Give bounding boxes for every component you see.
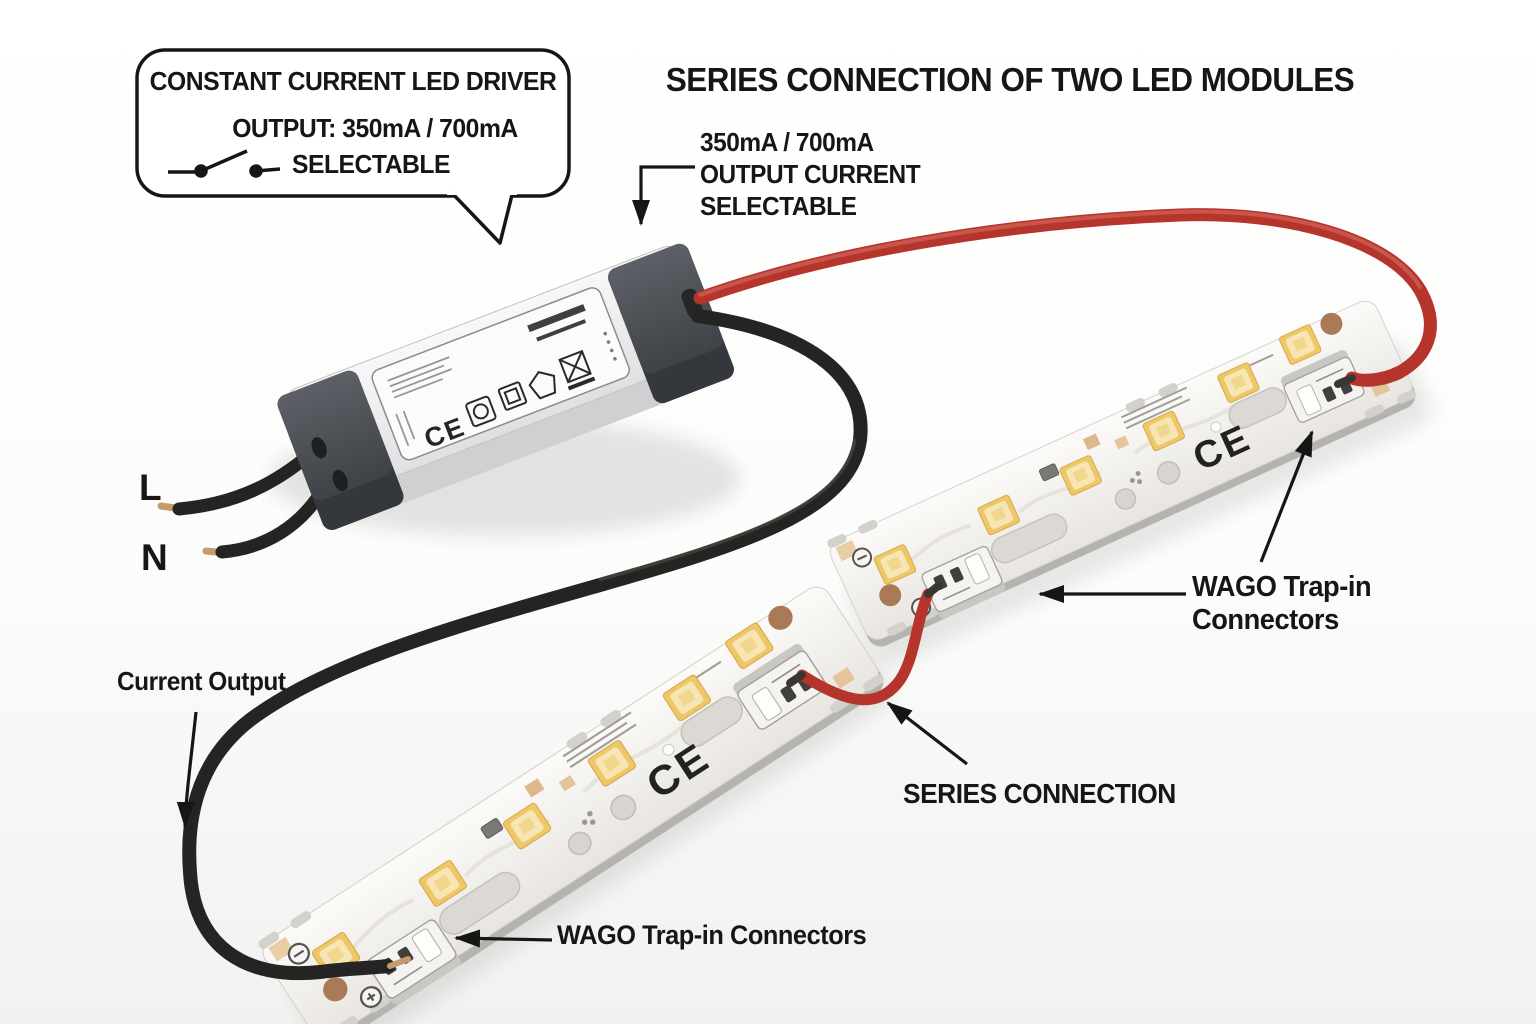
output-current-line3: SELECTABLE (700, 191, 857, 221)
wago-right-line1: WAGO Trap-in (1192, 571, 1372, 603)
label-series-connection: SERIES CONNECTION (903, 778, 1176, 809)
callout-heading: CONSTANT CURRENT LED DRIVER (149, 66, 557, 96)
arrow-output-current (632, 165, 695, 226)
output-current-annotation: 350mA / 700mA OUTPUT CURRENT SELECTABLE (700, 126, 921, 222)
callout-tail (448, 189, 515, 245)
output-wire-red (693, 208, 1437, 388)
arrow-wago-right-b (1259, 430, 1314, 563)
arrow-wago-bottom (454, 929, 553, 948)
spec-print (387, 356, 453, 446)
label-live: L (139, 467, 162, 508)
output-current-line2: OUTPUT CURRENT (700, 159, 921, 189)
wire-tip (1334, 374, 1356, 388)
callout-selectable-line: SELECTABLE (291, 149, 451, 179)
label-current-output: Current Output (117, 666, 286, 696)
output-current-line1: 350mA / 700mA (700, 127, 874, 157)
driver-cap-right (607, 243, 723, 374)
certification-symbols (465, 349, 596, 428)
wago-right-line2: Connectors (1192, 604, 1339, 636)
callout-tail-mask (447, 190, 517, 195)
input-wire-l (172, 447, 317, 516)
input-wires (157, 447, 327, 559)
driver-cap-left (277, 370, 393, 501)
callout-output-line: OUTPUT: 350mA / 700mA (232, 113, 518, 143)
annotation-arrows (176, 165, 1314, 948)
driver-label: CE (371, 287, 630, 461)
arrow-current-output (176, 711, 198, 828)
label-wago-bottom: WAGO Trap-in Connectors (557, 920, 867, 950)
series-jumper-wire (786, 582, 942, 706)
wire-entry-hole (332, 469, 348, 491)
copper-tip (387, 956, 411, 969)
callout-bubble (135, 48, 571, 245)
label-wago-right: WAGO Trap-in Connectors (1192, 571, 1372, 637)
led-driver: CE (277, 243, 734, 531)
wire-entry-hole (311, 437, 327, 459)
wire-tip (786, 671, 806, 687)
label-neutral: N (141, 537, 168, 578)
page-title: SERIES CONNECTION OF TWO LED MODULES (665, 61, 1355, 98)
switch-icon (168, 149, 281, 178)
arrow-series-connection (886, 701, 968, 766)
brand-print (527, 304, 587, 342)
dip-dots (603, 331, 617, 361)
output-wire-black (182, 309, 868, 981)
wire-tip (924, 582, 942, 598)
input-wire-n (215, 487, 327, 559)
